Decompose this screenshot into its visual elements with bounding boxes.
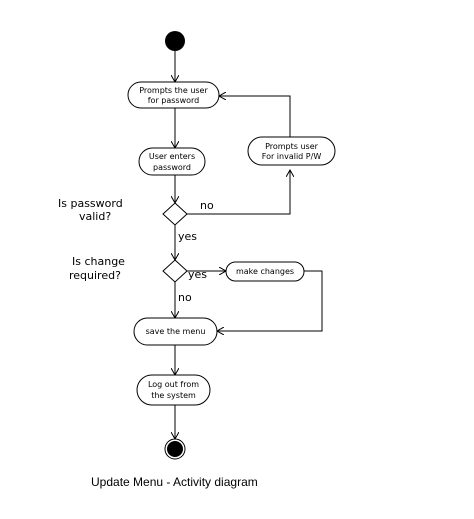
- guard-label-no: no: [178, 291, 192, 304]
- guard-label-no: no: [200, 199, 214, 212]
- edge-invalid-no: [187, 170, 290, 215]
- activity-prompt-password: Prompts the user for password: [127, 81, 220, 109]
- activity-label-line1: make changes: [236, 267, 294, 276]
- edge-changes-to-save: [217, 270, 323, 331]
- activity-label-line1: save the menu: [146, 327, 206, 336]
- guard-label-yes: yes: [188, 268, 207, 281]
- activity-user-enters-password: User enters password: [138, 147, 206, 176]
- decision-label-line2: required?: [69, 269, 121, 282]
- decision-password-valid: [162, 202, 188, 226]
- activity-label-line1: Prompts user: [265, 142, 319, 151]
- activity-label-line2: the system: [151, 391, 196, 400]
- diagram-caption: Update Menu - Activity diagram: [91, 475, 258, 489]
- edge-invalid-return: [219, 96, 291, 145]
- activity-label-line1: Prompts the user: [139, 86, 208, 95]
- decision-label-line2: valid?: [79, 210, 111, 223]
- activity-save-menu: save the menu: [133, 317, 218, 346]
- activity-label-line2: password: [153, 163, 191, 172]
- activity-label-line1: User enters: [149, 152, 195, 161]
- activity-log-out: Log out from the system: [136, 374, 211, 406]
- edges: [175, 51, 323, 439]
- end-node-inner: [167, 441, 183, 457]
- activity-label-line2: For invalid P/W: [262, 152, 322, 161]
- start-node: [165, 31, 185, 51]
- activity-label-line2: for password: [148, 96, 200, 105]
- activity-label-line1: Log out from: [148, 380, 199, 389]
- decision-label-line1: Is password: [58, 197, 123, 210]
- guard-label-yes: yes: [178, 230, 197, 243]
- decision-change-required: [162, 259, 188, 283]
- activity-make-changes: make changes: [225, 261, 305, 282]
- activity-prompt-invalid: Prompts user For invalid P/W: [247, 136, 336, 166]
- decision-label-line1: Is change: [72, 255, 125, 268]
